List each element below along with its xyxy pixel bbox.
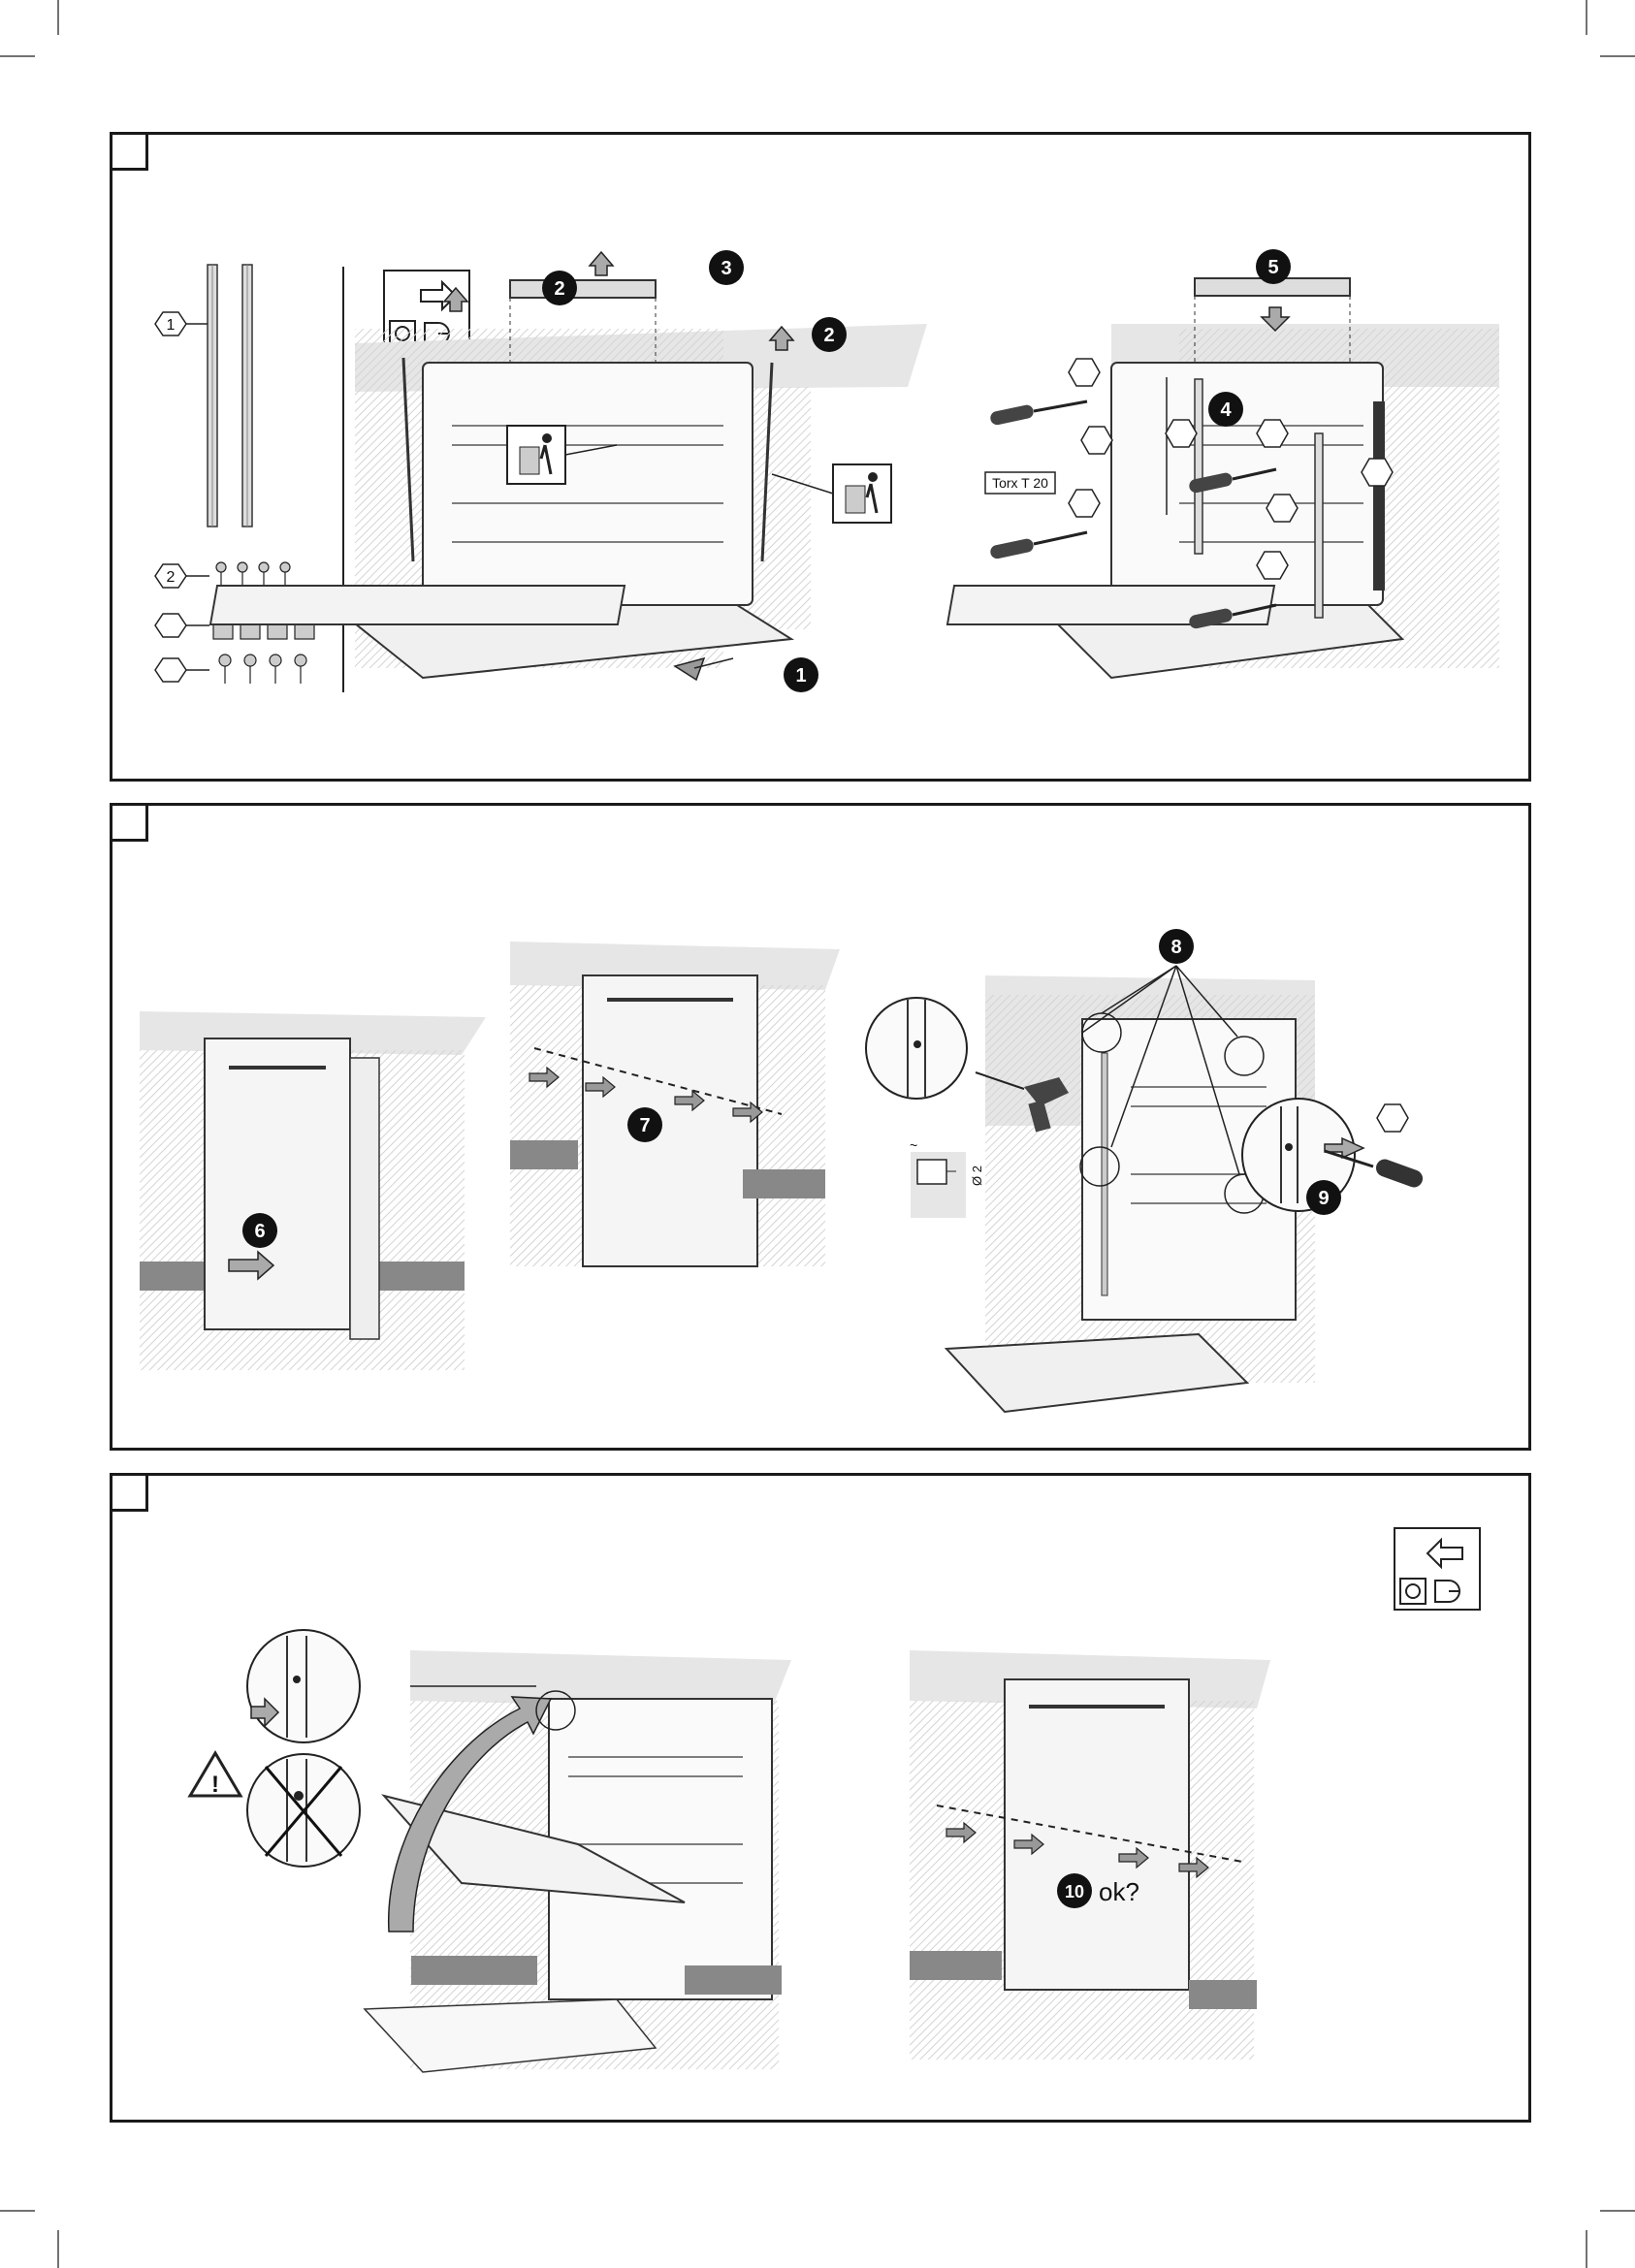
step-6-number: 6 [254, 1221, 265, 1242]
panel-1: 1 2 [110, 132, 1531, 782]
torx-label: Torx T 20 [992, 475, 1048, 491]
height-check-illustration [510, 942, 840, 1266]
part-4-hex [155, 658, 186, 682]
screwdriver-icon [989, 401, 1087, 426]
close-door-illustration [247, 1630, 791, 2072]
dimension-label: Ø 2 [970, 1166, 984, 1186]
fasten-side-illustration: ~ Ø 2 [866, 966, 1426, 1412]
recycle-bin-icon [507, 426, 565, 484]
panel-2: 6 7 [110, 803, 1531, 1451]
step-7-number: 7 [639, 1115, 650, 1136]
dimension-tilde: ~ [910, 1137, 917, 1153]
warning-glyph: ! [211, 1772, 219, 1798]
screwdriver-icon [989, 532, 1087, 559]
part-1-number: 1 [167, 317, 176, 334]
step-5-number: 5 [1267, 257, 1278, 278]
part-2-number: 2 [167, 569, 176, 586]
step-9-number: 9 [1318, 1188, 1329, 1209]
final-check-illustration [910, 1650, 1270, 2060]
recycle-bin-icon [833, 464, 891, 523]
panel-3: ! 10 ok? [110, 1473, 1531, 2123]
step-2-number: 2 [554, 278, 564, 300]
ok-check-label: ok? [1099, 1877, 1139, 1906]
step-8-number: 8 [1170, 937, 1181, 958]
part-3-hex [155, 614, 186, 637]
warning-icon: ! [190, 1753, 240, 1798]
up-arrow [590, 252, 613, 275]
step-10-number: 10 [1065, 1882, 1084, 1901]
step-1-number: 1 [795, 665, 806, 687]
parts-list: 1 2 [155, 265, 343, 692]
power-plug-in-icon [1395, 1528, 1480, 1610]
step-2-number: 2 [823, 325, 834, 346]
step-4-number: 4 [1220, 399, 1232, 421]
step-3-number: 3 [721, 258, 731, 279]
slide-in-illustration [140, 1011, 486, 1370]
